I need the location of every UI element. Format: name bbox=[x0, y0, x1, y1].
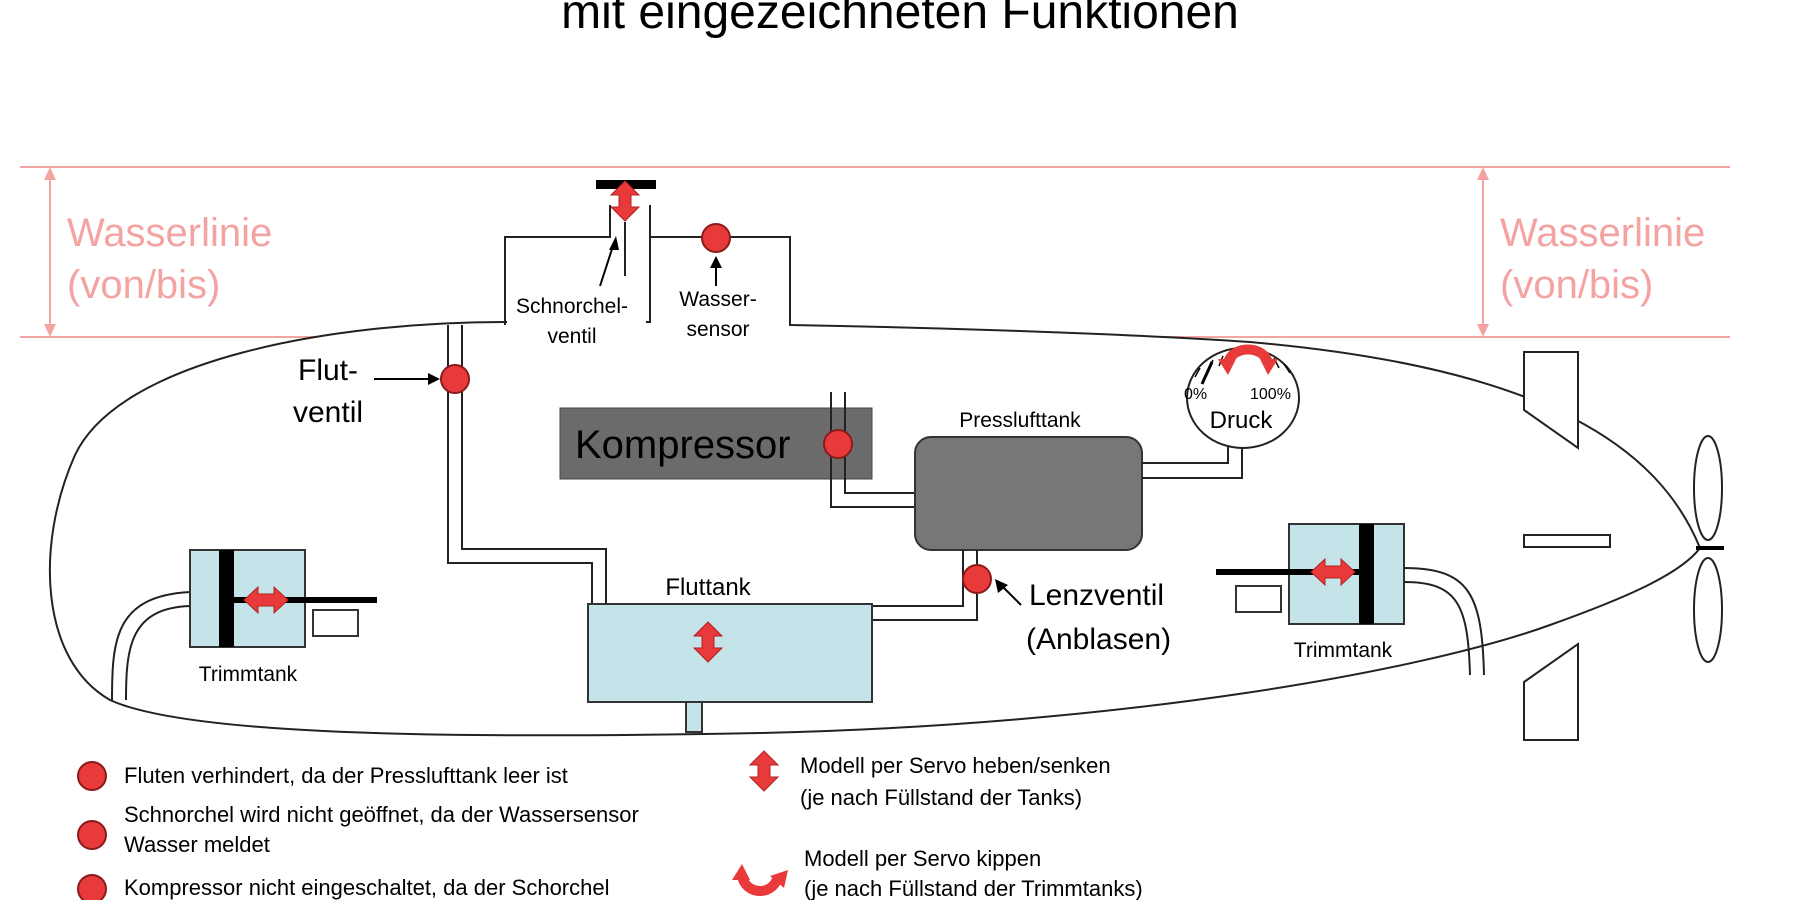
legend-circle-icon-3 bbox=[77, 874, 107, 900]
legend-updown-icon bbox=[749, 750, 779, 792]
right-trim-pipe-inner bbox=[1403, 581, 1471, 676]
upper-tail-fin bbox=[1523, 351, 1579, 450]
drain-valve-label: Lenzventil bbox=[1029, 579, 1164, 612]
left-trim-pipe-inner bbox=[125, 605, 191, 701]
propeller-blade-lower bbox=[1693, 557, 1723, 663]
water-sensor-pointer-head bbox=[710, 256, 722, 268]
legend-circle-text-2: Schnorchel wird nicht geöffnet, da der W… bbox=[124, 802, 639, 827]
legend-tilt-text: Modell per Servo kippen bbox=[804, 846, 1041, 871]
drain-valve bbox=[962, 564, 992, 594]
legend-circle-text-1: Fluten verhindert, da der Presslufttank … bbox=[124, 763, 568, 788]
compressor-pipe-inner bbox=[844, 392, 915, 494]
compressor-label: Kompressor bbox=[575, 423, 791, 467]
legend-circle-icon-1 bbox=[77, 761, 107, 791]
drain-pipe-inner bbox=[872, 550, 964, 607]
snorkel-valve-pointer bbox=[599, 242, 615, 287]
pressure-gauge-min: 0% bbox=[1184, 386, 1207, 403]
compressor-valve bbox=[823, 429, 853, 459]
legend-circle-text-3: Kompressor nicht eingeschaltet, da der S… bbox=[124, 875, 609, 900]
legend-circle-icon-2 bbox=[77, 820, 107, 850]
left-trim-tank-label: Trimmtank bbox=[199, 663, 298, 686]
left-trim-piston bbox=[219, 550, 234, 647]
submarine-hull bbox=[48, 236, 1702, 737]
flood-pipe-outer bbox=[447, 325, 593, 604]
pressure-gauge-needle bbox=[1200, 361, 1214, 385]
snorkel-valve bbox=[596, 180, 656, 276]
gauge-pipe-inner bbox=[1142, 438, 1243, 479]
left-trim-servo bbox=[312, 609, 359, 637]
snorkel-tower-interior bbox=[507, 239, 646, 324]
propeller-blade-upper bbox=[1693, 435, 1723, 541]
tilt-servo-arrow-hull bbox=[1218, 344, 1278, 375]
flood-valve-label-2: ventil bbox=[293, 396, 363, 429]
right-trim-pipe-outer bbox=[1403, 567, 1485, 676]
pressure-gauge-label: Druck bbox=[1210, 407, 1274, 434]
waterline-label-right: Wasserlinie bbox=[1500, 211, 1705, 255]
drain-valve-pointer bbox=[1000, 584, 1022, 606]
drain-valve-label-2: (Anblasen) bbox=[1026, 623, 1171, 656]
legend-circle-text-2b: Wasser meldet bbox=[124, 832, 270, 857]
legend-updown-text-2: (je nach Füllstand der Tanks) bbox=[800, 785, 1082, 810]
right-trim-piston bbox=[1359, 524, 1374, 624]
legend-updown-text: Modell per Servo heben/senken bbox=[800, 753, 1111, 778]
air-pressure-tank bbox=[914, 436, 1143, 551]
compressor bbox=[559, 407, 873, 480]
right-trim-tank-label: Trimmtank bbox=[1294, 639, 1393, 662]
rudder-plate bbox=[1523, 534, 1611, 548]
drain-valve-pointer-head bbox=[995, 579, 1008, 593]
flood-tank-outlet bbox=[685, 701, 703, 733]
water-sensor-label: Wasser- bbox=[679, 288, 756, 311]
waterline-label-left: Wasserlinie bbox=[67, 211, 272, 255]
lower-tail-fin bbox=[1523, 642, 1579, 741]
legend: Fluten verhindert, da der Presslufttank … bbox=[77, 750, 1143, 900]
flood-valve-pointer-head bbox=[428, 373, 440, 385]
waterline-range-left: (von/bis) bbox=[67, 263, 220, 307]
diagram-title: mit eingezeichneten Funktionen bbox=[561, 0, 1239, 39]
waterline-markers bbox=[20, 166, 1730, 338]
water-sensor bbox=[701, 223, 731, 253]
snorkel-valve-pointer-head bbox=[609, 236, 619, 250]
flood-valve bbox=[440, 364, 470, 394]
flood-tank-label: Fluttank bbox=[665, 574, 751, 601]
flood-valve-label: Flut- bbox=[298, 354, 358, 387]
waterline-range-right: (von/bis) bbox=[1500, 263, 1653, 307]
air-pressure-tank-label: Presslufttank bbox=[959, 409, 1081, 432]
compressor-pipe-outer bbox=[830, 392, 915, 508]
right-trim-servo bbox=[1235, 585, 1282, 613]
snorkel-valve-label-2: ventil bbox=[547, 325, 596, 348]
left-trim-pipe-outer bbox=[111, 591, 191, 701]
flood-pipe-inner bbox=[461, 325, 607, 604]
flood-tank bbox=[587, 603, 873, 703]
snorkel-valve-label: Schnorchel- bbox=[516, 295, 628, 318]
water-sensor-label-2: sensor bbox=[686, 318, 749, 341]
pressure-gauge-max: 100% bbox=[1250, 386, 1291, 403]
legend-tilt-text-2: (je nach Füllstand der Trimmtanks) bbox=[804, 876, 1143, 900]
legend-tilt-icon bbox=[732, 864, 788, 896]
